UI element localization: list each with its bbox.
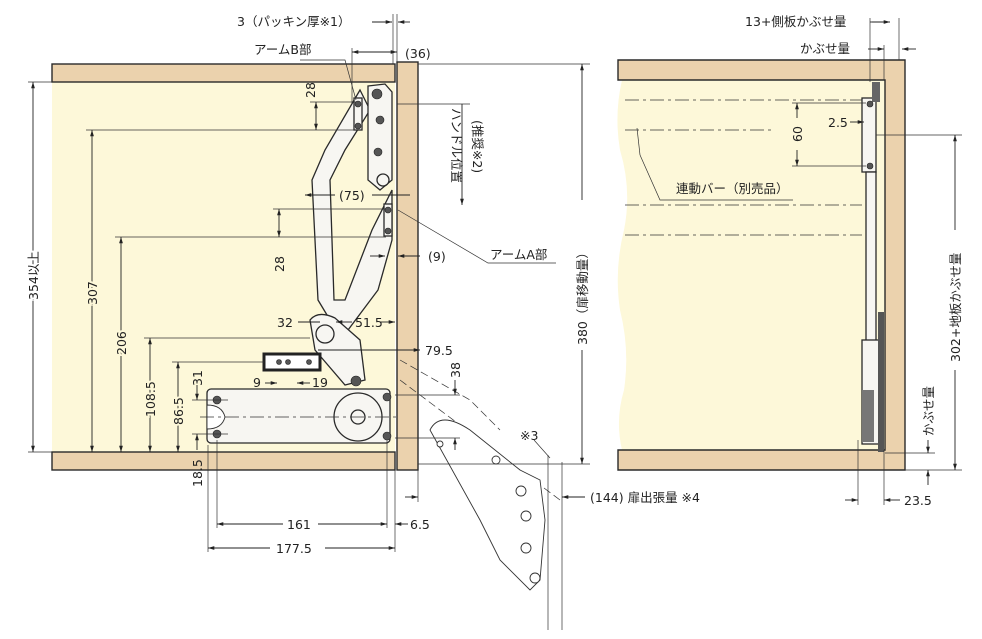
top-panel xyxy=(51,63,396,83)
door-open-ghost xyxy=(399,359,563,630)
bottom-panel xyxy=(51,451,396,471)
cabinet-frame-right xyxy=(617,59,906,471)
door-panel xyxy=(396,61,419,471)
note-3: ※3 xyxy=(520,428,538,443)
overlay-label: かぶせ量 xyxy=(800,41,850,56)
dim-354: 354以上 xyxy=(26,251,41,300)
dim-6-5: 6.5 xyxy=(410,517,430,532)
dim-28-top: 28 xyxy=(303,82,318,98)
side-mechanism xyxy=(861,82,884,452)
left-dimension-lines xyxy=(28,14,590,552)
dim-108-5: 108.5 xyxy=(143,381,158,417)
dim-161: 161 xyxy=(287,517,311,532)
dim-9-paren: (9) xyxy=(428,249,446,264)
dim-177-5: 177.5 xyxy=(276,541,312,556)
overlay-bottom-label: かぶせ量 xyxy=(921,386,936,436)
dim-79-5: 79.5 xyxy=(425,343,453,358)
dim-2-5: 2.5 xyxy=(828,115,848,130)
side-overlay-label: 13+側板かぶせ量 xyxy=(745,14,846,29)
dim-60: 60 xyxy=(790,126,805,142)
dim-28-mid: 28 xyxy=(272,256,287,272)
dim-19: 19 xyxy=(312,375,328,390)
dim-31: 31 xyxy=(190,370,205,386)
dim-38: 38 xyxy=(448,362,463,378)
right-labels: 13+側板かぶせ量 かぶせ量 2.5 60 連動バー（別売品） 302+地板かぶ… xyxy=(676,14,963,508)
arm-a-label: アームA部 xyxy=(490,247,547,262)
gasket-label: 3（パッキン厚※1） xyxy=(237,14,351,29)
dim-23-5: 23.5 xyxy=(904,493,932,508)
arm-mechanism xyxy=(200,83,400,444)
dim-302-label: 302+地板かぶせ量 xyxy=(948,253,963,362)
cabinet-interior-right xyxy=(617,80,885,450)
arm-b-label: アームB部 xyxy=(254,42,311,57)
right-cabinet-view: 13+側板かぶせ量 かぶせ量 2.5 60 連動バー（別売品） 302+地板かぶ… xyxy=(617,14,963,508)
dim-9: 9 xyxy=(253,375,261,390)
handle-note-label: (推奨※2) xyxy=(470,120,485,173)
dim-380: 380（扉移動量） xyxy=(575,246,590,345)
handle-position-label: ハンドル位置 xyxy=(449,108,464,183)
dim-36: (36) xyxy=(405,46,431,61)
dim-307: 307 xyxy=(85,281,100,305)
dim-144: (144) 扉出張量 ※4 xyxy=(590,490,700,505)
dim-32: 32 xyxy=(277,315,293,330)
right-dimension-lines xyxy=(636,18,962,505)
dim-75: (75) xyxy=(339,188,365,203)
dim-18-5: 18.5 xyxy=(190,459,205,487)
dim-206: 206 xyxy=(114,331,129,355)
left-labels: 3（パッキン厚※1） アームB部 (36) (75) (9) アームA部 ハンド… xyxy=(24,14,700,556)
dim-86-5: 86.5 xyxy=(171,397,186,425)
dim-51-5: 51.5 xyxy=(355,315,383,330)
left-cabinet-view: 3（パッキン厚※1） アームB部 (36) (75) (9) アームA部 ハンド… xyxy=(24,14,700,630)
link-bar-label: 連動バー（別売品） xyxy=(676,181,789,196)
